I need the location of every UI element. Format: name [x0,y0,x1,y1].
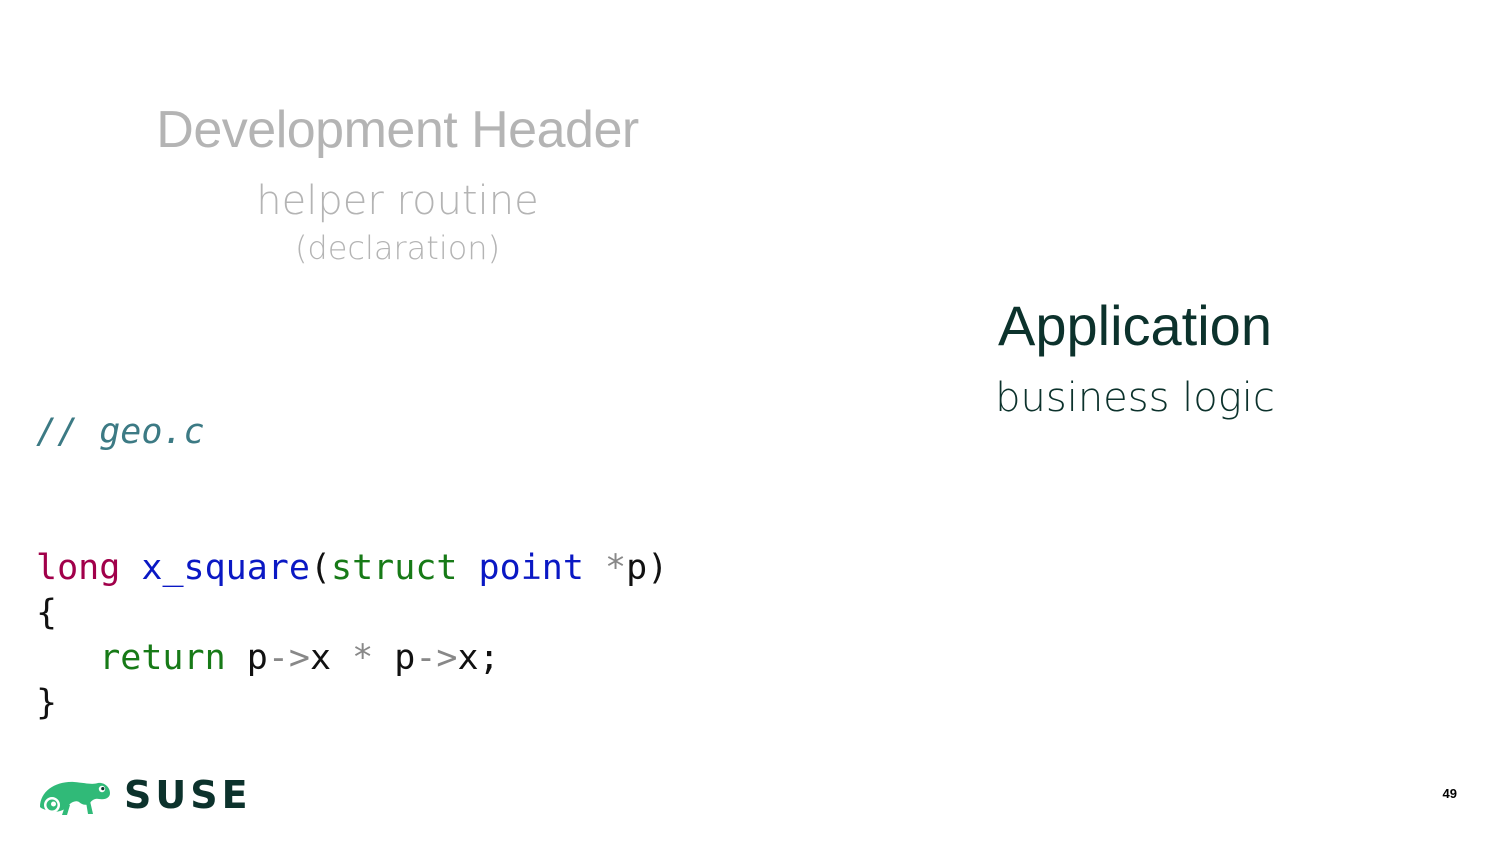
multiply-op: * [352,638,374,678]
open-paren: ( [309,548,332,588]
development-header-title: Development Header [156,101,639,159]
application-block: Application business logic [935,290,1335,424]
arrow-op-1: -> [267,638,310,678]
operand-p2: p [394,638,416,678]
declaration-label: (declaration) [294,229,501,267]
struct-keyword: struct [331,548,458,588]
code-block: long x_square(struct point *p) { return … [36,546,668,726]
type-keyword: long [36,548,121,588]
code-line-2: { [36,593,58,633]
suse-wordmark: SUSE [124,773,252,817]
suse-logo: SUSE [36,770,252,820]
struct-name: point [478,548,584,588]
operand-p1: p [246,638,268,678]
arrow-op-2: -> [415,638,458,678]
function-name: x_square [141,548,310,588]
helper-routine-label: helper routine [256,178,539,224]
code-line-1: long x_square(struct point *p) [36,548,668,588]
code-line-4: } [36,683,58,723]
page-number: 49 [1442,786,1457,801]
param-name: p) [626,548,669,588]
application-title: Application [998,294,1272,357]
member-x1: x [309,638,332,678]
code-comment: // geo.c [36,412,205,452]
return-keyword: return [99,638,226,678]
code-line-3: return p->x * p->x; [36,638,500,678]
development-header-block: Development Header helper routine (decla… [95,95,700,269]
chameleon-icon [40,781,110,815]
member-x2: x; [457,638,500,678]
pointer-star: * [604,548,627,588]
business-logic-label: business logic [995,375,1275,421]
